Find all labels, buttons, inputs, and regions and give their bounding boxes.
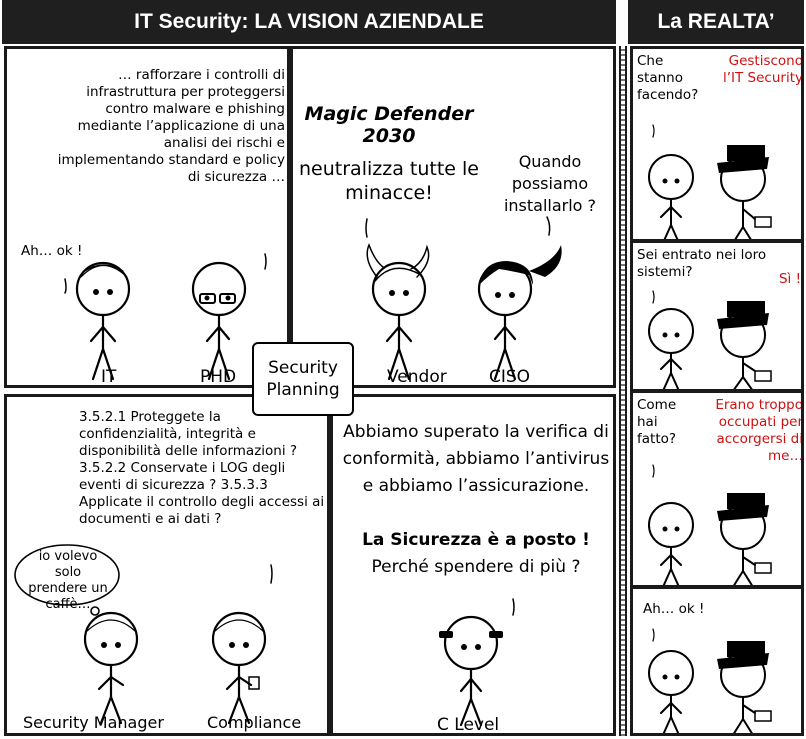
main-title: IT Security: LA VISION AZIENDALE <box>134 10 484 33</box>
panel4-figures <box>439 598 515 727</box>
reality-4-question: Ah… ok ! <box>643 601 705 617</box>
reality-panel-4: Ah… ok ! <box>630 586 804 736</box>
reality-1-answer: Gestiscono l’IT Security <box>723 53 803 86</box>
ciso-question: Quando possiamo installarlo ? <box>503 152 597 215</box>
reality-title-bar: La REALTA’ <box>628 0 804 44</box>
label-vendor: Vendor <box>387 367 447 387</box>
vertical-separator <box>619 46 627 736</box>
compliance-checklist: 3.5.2.1 Proteggete la confidenzialità, i… <box>79 409 325 527</box>
security-planning-text: Security Planning <box>266 358 340 400</box>
main-title-bar: IT Security: LA VISION AZIENDALE <box>2 0 616 44</box>
panel1-speech: … rafforzare i controlli di infrastruttu… <box>57 67 285 185</box>
reality-2-answer: Sì ! <box>778 271 801 287</box>
reality-panel-1: Che stanno facendo? Gestiscono l’IT Secu… <box>630 46 804 242</box>
panel-secman-compliance: 3.5.2.1 Proteggete la confidenzialità, i… <box>4 394 330 736</box>
reality-title: La REALTA’ <box>657 10 775 33</box>
reality-panel-3: Come hai fatto? Erano troppo occupati pe… <box>630 390 804 588</box>
reality-1-question: Che stanno facendo? <box>637 53 699 103</box>
clevel-speech-c: Perché spendere di più ? <box>371 557 581 577</box>
label-compliance: Compliance <box>207 713 302 732</box>
reality-panel-2: Sei entrato nei loro sistemi? Sì ! <box>630 240 804 392</box>
clevel-speech-a: Abbiamo superato la verifica di conformi… <box>342 422 610 496</box>
panel1-reply: Ah… ok ! <box>21 243 83 259</box>
reality-1-figures <box>648 124 772 239</box>
clevel-speech-b: La Sicurezza è a posto ! <box>362 530 590 550</box>
product-name: Magic Defender 2030 <box>304 103 474 147</box>
product-claim: neutralizza tutte le minacce! <box>299 158 479 204</box>
panel2-figures <box>365 216 562 381</box>
reality-2-figures <box>648 290 772 389</box>
reality-4-figures <box>648 628 772 733</box>
label-phd: PHD <box>200 367 237 387</box>
thought-bubble-text: io volevo solo prendere un caffè… <box>28 549 108 612</box>
panel-clevel: Abbiamo superato la verifica di conformi… <box>330 394 616 736</box>
label-clevel: C Level <box>437 715 500 735</box>
panel1-figures <box>64 253 267 381</box>
reality-3-figures <box>648 464 772 585</box>
panel-it-phd: … rafforzare i controlli di infrastruttu… <box>4 46 290 388</box>
label-it: IT <box>101 367 117 387</box>
security-planning-sign: Security Planning <box>252 342 354 416</box>
panel-vendor-ciso: Magic Defender 2030 neutralizza tutte le… <box>290 46 616 388</box>
label-ciso: CISO <box>489 367 531 387</box>
reality-2-question: Sei entrato nei loro sistemi? <box>637 247 767 280</box>
label-security-manager: Security Manager <box>23 713 164 732</box>
panel3-figures <box>14 544 273 725</box>
reality-3-question: Come hai fatto? <box>637 397 677 447</box>
reality-3-answer: Erano troppo occupati per accorgersi di … <box>715 397 803 464</box>
